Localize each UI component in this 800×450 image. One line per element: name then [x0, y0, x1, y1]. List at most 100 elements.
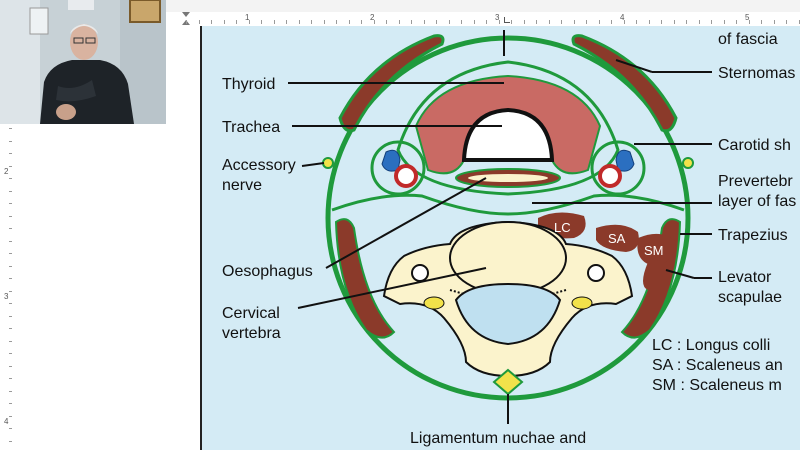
prevertebral-fascia	[331, 193, 685, 216]
ruler-tick	[561, 20, 562, 24]
label-vertebra: vertebra	[222, 325, 281, 342]
sternomastoid-left	[338, 34, 445, 133]
ruler-tick	[211, 20, 212, 24]
ruler-tick	[623, 20, 625, 24]
ruler-tick	[598, 20, 600, 24]
trachea	[461, 107, 555, 162]
ruler-number: 2	[4, 167, 9, 176]
horizontal-ruler[interactable]: 1 2 3 4 5	[166, 12, 800, 27]
ruler-tick	[9, 203, 12, 204]
ruler-tick	[9, 153, 12, 154]
ruler-tick	[673, 20, 675, 24]
sternomastoid-right	[571, 34, 678, 133]
ruler-tick	[9, 190, 12, 192]
ruler-tick	[473, 20, 475, 24]
tab-stop-icon[interactable]	[504, 17, 510, 23]
ruler-tick	[373, 20, 375, 24]
ruler-tick	[498, 20, 500, 24]
label-fascia-top: of fascia	[718, 31, 778, 48]
label-trachea: Trachea	[222, 119, 280, 136]
label-ligamentum: Ligamentum nuchae and	[410, 430, 586, 447]
pretracheal-fascia	[396, 60, 620, 196]
label-carotid: Carotid sh	[718, 137, 791, 154]
ruler-tick	[198, 20, 200, 24]
ruler-tick	[9, 428, 12, 429]
ruler-tick	[323, 20, 325, 24]
ruler-number: 3	[495, 13, 500, 22]
ruler-tick	[9, 303, 12, 304]
ruler-tick	[9, 228, 12, 229]
ruler-tick	[261, 20, 262, 24]
label-scapulae: scapulae	[718, 289, 782, 306]
accessory-nerve-left	[322, 157, 334, 169]
label-sm: SM	[644, 243, 664, 258]
label-thyroid: Thyroid	[222, 76, 275, 93]
carotid-sheath-right	[590, 140, 646, 196]
ruler-number: 3	[4, 292, 9, 301]
transverse-foramen-left	[411, 264, 429, 282]
vertical-ruler[interactable]: 2 3 4	[0, 124, 15, 450]
label-prevertebral: Prevertebr	[718, 173, 793, 190]
label-accessory-nerve: nerve	[222, 177, 262, 194]
ruler-tick	[761, 20, 762, 24]
ruler-tick	[9, 403, 12, 404]
ruler-tick	[9, 390, 12, 392]
anatomy-figure: of fascia Thyroid Trachea Accessory nerv…	[200, 26, 800, 450]
ruler-tick	[311, 20, 312, 24]
ruler-tick	[9, 328, 12, 329]
scaleneus-medius	[637, 233, 676, 266]
ruler-tick	[436, 20, 437, 24]
ruler-number: 4	[620, 13, 625, 22]
accessory-nerve-right	[682, 157, 694, 169]
ruler-tick	[698, 20, 700, 24]
ruler-tick	[548, 20, 550, 24]
nerve-root-right	[571, 296, 593, 310]
ruler-tick	[9, 415, 12, 417]
ruler-tick	[723, 20, 725, 24]
legend-sa: SA : Scaleneus an	[652, 357, 783, 374]
ruler-tick	[486, 20, 487, 24]
ruler-tick	[711, 20, 712, 24]
ruler-tick	[398, 20, 400, 24]
ruler-tick	[9, 215, 12, 217]
ruler-tick	[573, 20, 575, 24]
indent-marker-icon[interactable]	[182, 12, 190, 17]
label-sa: SA	[608, 231, 626, 246]
ruler-tick	[9, 128, 12, 129]
ruler-tick	[736, 20, 737, 24]
label-levator: Levator	[718, 269, 772, 286]
scaleneus-anterior	[596, 224, 639, 252]
ruler-tick	[423, 20, 425, 24]
ruler-number: 5	[745, 13, 750, 22]
webcam-overlay	[0, 0, 166, 124]
ruler-tick	[9, 340, 12, 342]
nerve-root-left	[423, 296, 445, 310]
label-oesophagus: Oesophagus	[222, 263, 313, 280]
label-lc: LC	[554, 220, 571, 235]
ruler-tick	[9, 140, 12, 142]
ruler-tick	[686, 20, 687, 24]
ruler-tick	[9, 290, 12, 292]
ruler-tick	[9, 440, 12, 442]
ruler-tick	[286, 20, 287, 24]
ruler-tick	[748, 20, 750, 24]
ruler-tick	[411, 20, 412, 24]
ruler-tick	[273, 20, 275, 24]
neck-cross-section-diagram: of fascia Thyroid Trachea Accessory nerv…	[222, 30, 796, 447]
label-cervical: Cervical	[222, 305, 280, 322]
oesophagus-lumen	[468, 174, 548, 182]
ruler-tick	[9, 165, 12, 167]
ruler-tick	[773, 20, 775, 24]
ruler-tick	[386, 20, 387, 24]
ruler-tick	[536, 20, 537, 24]
ruler-tick	[223, 20, 225, 24]
ruler-tick	[298, 20, 300, 24]
ruler-number: 2	[370, 13, 375, 22]
ruler-tick	[586, 20, 587, 24]
legend-lc: LC : Longus colli	[652, 337, 770, 354]
ruler-tick	[9, 240, 12, 242]
ruler-tick	[9, 365, 12, 367]
ruler-tick	[9, 378, 12, 379]
label-trapezius: Trapezius	[718, 227, 788, 244]
label-accessory: Accessory	[222, 157, 296, 174]
